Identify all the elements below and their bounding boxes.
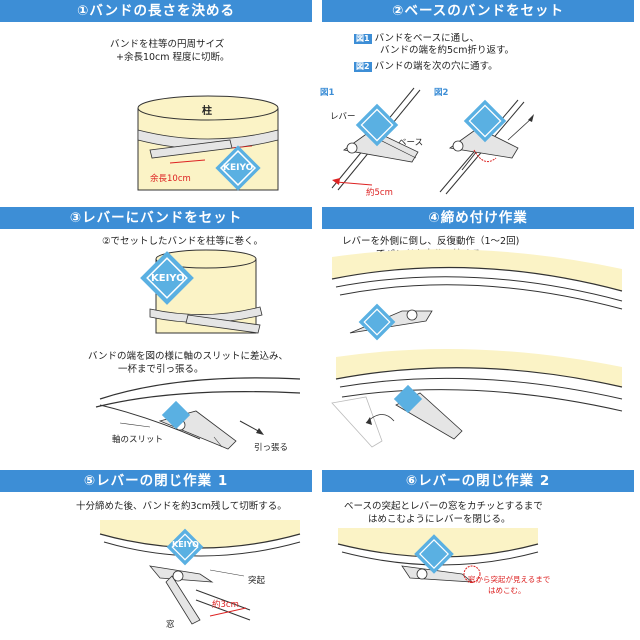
step-6-title: ⑥レバーの閉じ作業 2 [322,470,634,492]
step-3-text-3: 一杯まで引っ張る。 [118,364,204,375]
fig2-tag: 図2 [354,62,372,72]
step-6-text-2: はめこむようにレバーを閉じる。 [368,514,511,525]
step-2-line-1: バンドをベースに通し、 [374,33,480,44]
note-2: はめこむ。 [488,586,526,595]
panel-step-3: ③レバーにバンドをセット ②でセットしたバンドを柱等に巻く。 バンドの端を図の様… [0,207,312,465]
slit-label: 軸のスリット [112,435,164,445]
panel-step-1: ①バンドの長さを決める バンドを柱等の円周サイズ +余長10cm 程度に切断。 … [0,0,312,200]
window-label: 窓 [166,620,175,630]
fig2-label: 図2 [434,88,449,98]
pull-label: 引っ張る [254,443,289,453]
step-5-illustration [99,520,301,625]
fig1-label: 図1 [320,88,335,98]
approx-5cm-label: 約5cm [366,188,393,198]
pillar-label: 柱 [202,106,212,117]
step-1-illustration [137,95,279,191]
extra-length-label: 余長10cm [150,174,191,184]
panel-step-4: ④締め付け作業 レバーを外側に倒し、反復動作（1～2回) でバンドを十分に締める… [322,207,634,465]
step-3-illustration [95,249,301,450]
step-3-title: ③レバーにバンドをセット [0,207,312,229]
step-5-text-1: 十分締めた後、バンドを約3cm残して切断する。 [76,501,287,512]
step-4-text-1: レバーを外側に倒し、反復動作（1～2回) [342,236,520,247]
keiyo-logo-text-5: KEIYO [172,540,199,549]
step-5-title: ⑤レバーの閉じ作業 1 [0,470,312,492]
step-2-line-3: バンドの端を次の穴に通す。 [374,61,498,72]
step-6-text-1: ベースの突起とレバーの窓をカチッとするまで [344,501,543,512]
step-6-illustration [337,528,539,583]
step-3-text-1: ②でセットしたバンドを柱等に巻く。 [102,236,263,247]
fig1-tag: 図1 [354,34,372,44]
keiyo-logo [215,145,261,191]
step-1-text-2: +余長10cm 程度に切断。 [116,52,230,63]
keiyo-logo-text-3: KEIYO [151,273,185,284]
keiyo-logo-text: KEIYO [223,163,254,173]
panel-step-5: ⑤レバーの閉じ作業 1 十分締めた後、バンドを約3cm残して切断する。 KEIY… [0,470,312,640]
approx-3cm-label: 約3cm [212,600,239,610]
step-2-line-2: バンドの端を約5cm折り返す。 [380,45,515,56]
lever-label: レバー [330,112,356,122]
step-1-title: ①バンドの長さを決める [0,0,312,22]
base-label: ベース [398,138,424,148]
step-2-illustration [331,87,534,195]
bump-label: 突起 [248,576,266,586]
note-1: 窓から突起が見えるまで [468,575,551,584]
step-4-title: ④締め付け作業 [322,207,634,229]
step-2-title: ②ベースのバンドをセット [322,0,634,22]
step-3-text-2: バンドの端を図の様に軸のスリットに差込み、 [88,351,288,362]
step-4-illustration [331,249,623,448]
panel-step-6: ⑥レバーの閉じ作業 2 ベースの突起とレバーの窓をカチッとするまで はめこむよう… [322,470,634,640]
step-1-text-1: バンドを柱等の円周サイズ [110,39,225,50]
